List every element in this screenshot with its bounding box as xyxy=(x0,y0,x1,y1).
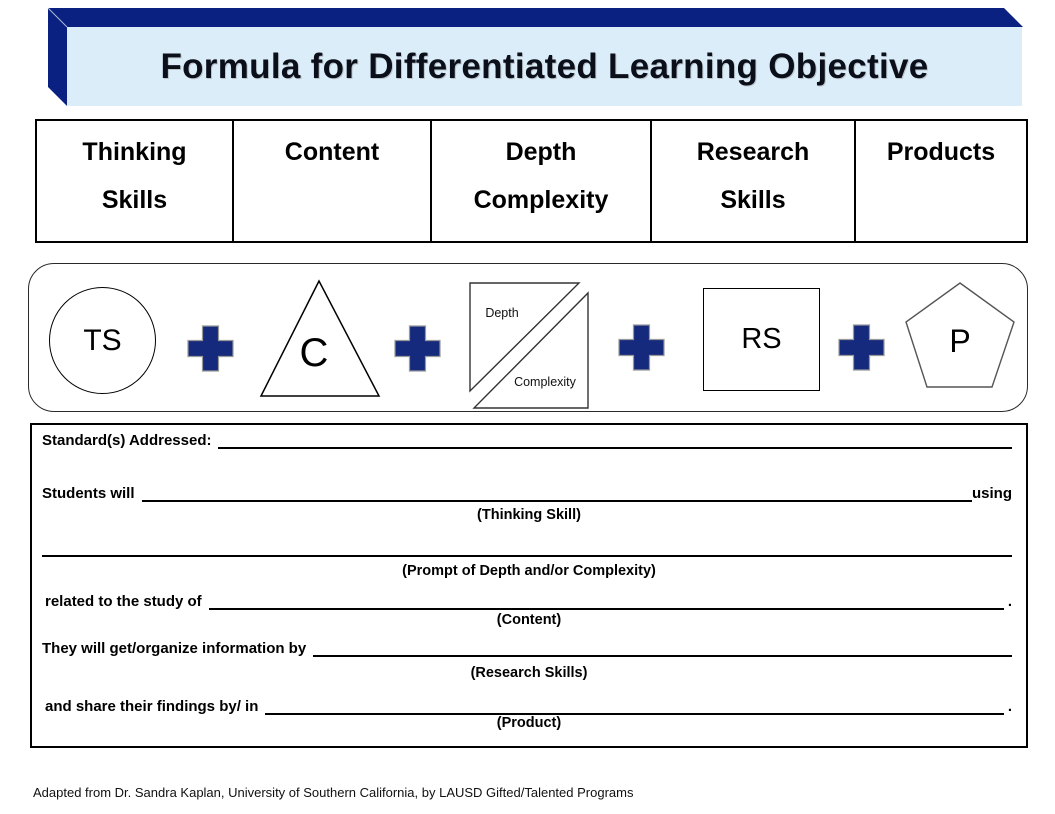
content-abbr: C xyxy=(300,331,329,375)
products-pentagon: P xyxy=(905,282,1015,388)
formula-strip: TS C Depth Complexity RS P xyxy=(28,263,1028,412)
organize-label: They will get/organize information by xyxy=(42,640,307,657)
objective-form: Standard(s) Addressed: Students will usi… xyxy=(30,423,1028,748)
banner-front-face xyxy=(67,27,1022,106)
organize-row: They will get/organize information by xyxy=(42,635,1012,657)
table-header-products: Products xyxy=(854,121,1026,241)
product-hint: (Product) xyxy=(496,715,562,731)
research-skills-blank-line[interactable] xyxy=(313,635,1012,657)
prompt-blank-line[interactable] xyxy=(42,543,1012,557)
complexity-label: Complexity xyxy=(514,375,577,389)
attribution-text: Adapted from Dr. Sandra Kaplan, Universi… xyxy=(33,785,634,800)
related-label: related to the study of xyxy=(45,593,202,610)
students-will-label: Students will xyxy=(42,485,135,502)
content-triangle: C xyxy=(259,279,381,397)
plus-icon xyxy=(618,324,665,371)
standards-row: Standard(s) Addressed: xyxy=(42,427,1012,449)
plus-icon xyxy=(838,324,885,371)
using-label: using xyxy=(972,485,1012,502)
banner-top-face xyxy=(48,8,1023,27)
research-skills-abbr: RS xyxy=(741,323,782,355)
thinking-skill-hint: (Thinking Skill) xyxy=(477,507,581,523)
page-title: Formula for Differentiated Learning Obje… xyxy=(160,46,929,86)
related-row: related to the study of . xyxy=(45,588,1012,610)
research-skills-square: RS xyxy=(703,288,820,391)
standards-blank-line[interactable] xyxy=(218,427,1012,449)
products-abbr: P xyxy=(949,323,970,359)
depth-label: Depth xyxy=(485,306,518,320)
depth-complexity-square: Depth Complexity xyxy=(469,282,589,409)
header-table: Thinking Skills Content Depth Complexity… xyxy=(35,119,1028,243)
share-label: and share their findings by/ in xyxy=(45,698,259,715)
standards-label: Standard(s) Addressed: xyxy=(42,432,212,449)
table-header-thinking-skills: Thinking Skills xyxy=(82,138,187,214)
table-header-content: Content xyxy=(232,121,430,241)
period-mark: . xyxy=(1007,698,1012,715)
students-will-row: Students will using xyxy=(42,480,1012,502)
plus-icon xyxy=(394,325,441,372)
banner-3d-graphic xyxy=(47,7,1023,106)
plus-icon xyxy=(187,325,234,372)
research-skills-hint: (Research Skills) xyxy=(470,665,588,681)
banner-bevel-line xyxy=(47,7,68,28)
thinking-skills-abbr: TS xyxy=(83,323,122,357)
content-hint: (Content) xyxy=(496,612,562,628)
thinking-skills-circle: TS xyxy=(49,287,156,394)
banner-left-face xyxy=(48,8,67,106)
prompt-hint: (Prompt of Depth and/or Complexity) xyxy=(402,563,656,579)
content-blank-line[interactable] xyxy=(208,588,1004,610)
period-mark: . xyxy=(1007,593,1012,610)
product-blank-line[interactable] xyxy=(265,693,1004,715)
thinking-skill-blank-line[interactable] xyxy=(141,480,972,502)
table-header-depth-complexity: Depth Complexity xyxy=(430,121,650,241)
share-row: and share their findings by/ in . xyxy=(45,693,1012,715)
table-header-research-skills: Research Skills xyxy=(650,121,854,241)
